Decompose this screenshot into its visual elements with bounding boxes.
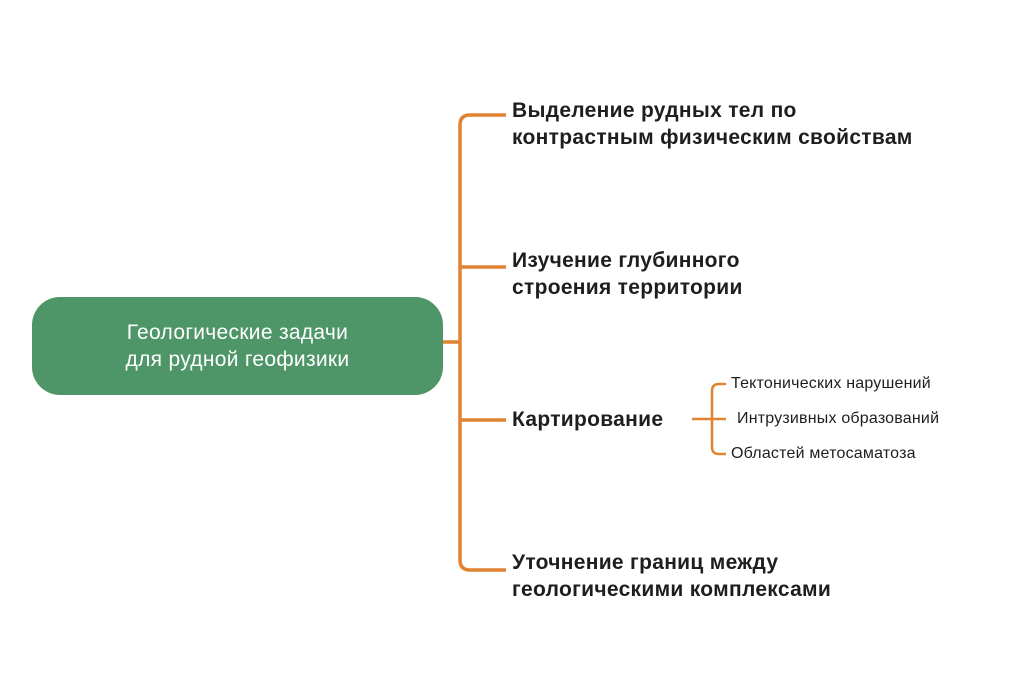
branch-label-mapping: Картирование: [512, 408, 664, 431]
branch-label-boundaries: Уточнение границ между геологическими ко…: [512, 551, 832, 601]
branch-label-ore-bodies: Выделение рудных тел по контрастным физи…: [512, 99, 913, 149]
sub-label-intrusive-formations: Интрузивных образований: [737, 410, 940, 427]
sub-trunk-line: [710, 382, 726, 456]
sub-label-metasomatism-areas: Областей метосаматоза: [731, 445, 916, 462]
sub-label-tectonic-faults: Тектонических нарушений: [731, 375, 931, 392]
root-node-label: Геологические задачи для рудной геофизик…: [125, 321, 350, 371]
branch-label-deep-structure: Изучение глубинного строения территории: [512, 249, 743, 299]
trunk-line: [458, 113, 506, 572]
root-node: Геологические задачи для рудной геофизик…: [32, 297, 443, 395]
